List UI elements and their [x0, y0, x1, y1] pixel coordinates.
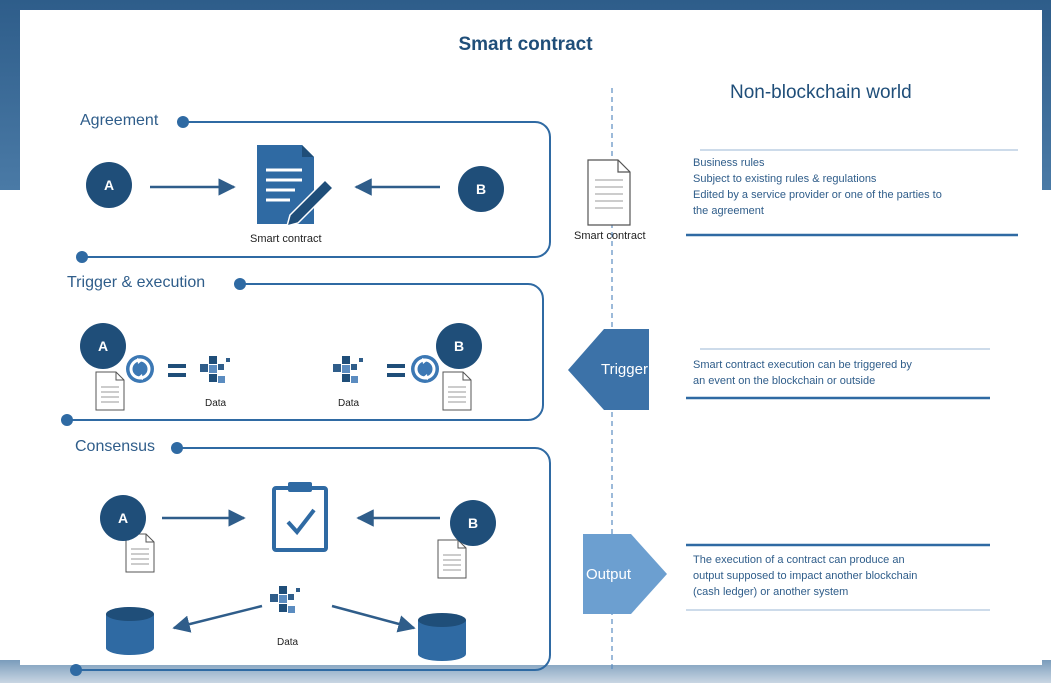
trigger-bracket	[67, 283, 544, 421]
doc-icon-a	[95, 371, 125, 411]
info-trigger-line: an event on the blockchain or outside	[693, 375, 876, 387]
party-b-agreement: B	[458, 166, 504, 212]
section-trigger: Trigger & execution	[67, 274, 206, 291]
consensus-bracket	[76, 447, 551, 671]
info-trigger: Smart contract execution can be triggere…	[693, 357, 912, 389]
doc-icon-b	[442, 371, 472, 411]
party-a-trigger: A	[80, 323, 126, 369]
agreement-bracket	[82, 121, 551, 258]
trigger-end-dot	[61, 414, 73, 426]
consensus-dot	[171, 442, 183, 454]
data-icon-consensus	[270, 586, 300, 613]
cycle-icon-a	[124, 353, 156, 385]
trigger-arrow	[568, 329, 649, 410]
contract-document-icon	[257, 145, 335, 228]
database-icon-right	[418, 613, 466, 661]
info-output-line: The execution of a contract can produce …	[693, 554, 905, 566]
middle-contract-icon	[587, 159, 631, 226]
info-output-line: (cash ledger) or another system	[693, 586, 849, 598]
info-output-line: output supposed to impact another blockc…	[693, 570, 918, 582]
info-rules-line: the agreement	[693, 205, 764, 217]
output-label: Output	[586, 566, 632, 583]
consensus-end-dot	[70, 664, 82, 676]
trigger-dot	[234, 278, 246, 290]
clipboard-check-icon	[272, 482, 328, 552]
info-rules-line: Business rules	[693, 157, 765, 169]
middle-doc-label: Smart contract	[574, 230, 646, 242]
data-icon-left	[200, 356, 230, 383]
info-rules-line: Edited by a service provider or one of t…	[693, 189, 942, 201]
data-icon-right	[333, 356, 363, 383]
arrow-to-db-left	[172, 604, 263, 633]
agreement-dot	[177, 116, 189, 128]
info-rules: Business rules Subject to existing rules…	[693, 155, 942, 219]
section-consensus: Consensus	[75, 438, 156, 455]
equals-icon-left	[168, 364, 186, 377]
agreement-end-dot	[76, 251, 88, 263]
equals-icon-right	[387, 364, 405, 377]
party-b-trigger: B	[436, 323, 482, 369]
output-arrow	[583, 534, 667, 614]
info-output: The execution of a contract can produce …	[693, 552, 917, 600]
slide-canvas	[20, 10, 1042, 665]
party-b-consensus: B	[450, 500, 496, 546]
data-label-right: Data	[338, 398, 360, 409]
agreement-doc-label: Smart contract	[250, 233, 322, 245]
database-icon-left	[106, 607, 154, 655]
party-a-consensus: A	[100, 495, 146, 541]
trigger-label: Trigger	[601, 361, 648, 378]
data-label-consensus: Data	[277, 637, 299, 648]
background-bottom-band	[0, 660, 1051, 683]
info-rules-line: Subject to existing rules & regulations	[693, 173, 877, 185]
doc-icon-consensus-b	[437, 539, 467, 579]
section-agreement: Agreement	[80, 112, 159, 129]
arrow-to-db-right	[331, 604, 416, 633]
cycle-icon-b	[409, 353, 441, 385]
info-trigger-line: Smart contract execution can be triggere…	[693, 359, 912, 371]
right-header: Non-blockchain world	[730, 82, 912, 103]
data-label-left: Data	[205, 398, 227, 409]
diagram-title: Smart contract	[458, 34, 593, 55]
info-lines	[686, 149, 1018, 611]
party-a-agreement: A	[86, 162, 132, 208]
